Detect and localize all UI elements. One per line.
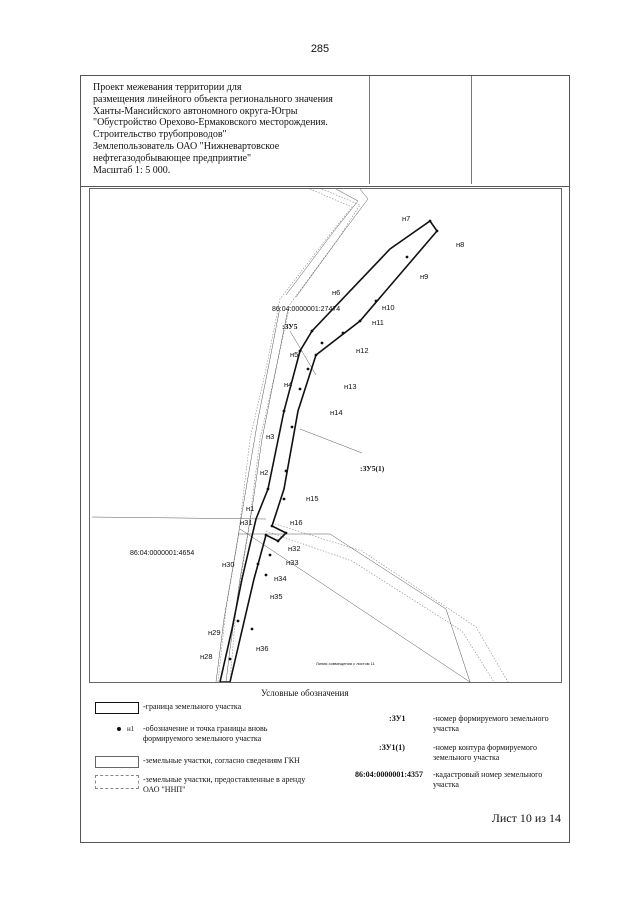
map-svg: н7 н8 н9 н6 н10 н11 н5 н12 н4 н13 н14 н3… (91, 189, 509, 682)
cadastral-label-left: 86:04:0000001:4654 (130, 550, 194, 557)
title-line: "Обустройство Орехово-Ермаковского место… (93, 117, 328, 129)
gkn-leader (299, 428, 363, 454)
title-divider (471, 76, 472, 184)
point-label-n16: н16 (290, 518, 302, 527)
point-label-n6: н6 (332, 288, 340, 297)
zu1-contour-symbol: :ЗУ1(1) (379, 743, 405, 752)
gkn-symbol (95, 756, 139, 768)
point-label-n29: н29 (208, 628, 220, 637)
zu5-1-label: :ЗУ5(1) (360, 464, 385, 473)
title-divider (369, 76, 370, 184)
point-label-n32: н32 (288, 544, 300, 553)
title-line: нефтегазодобывающее предприятие" (93, 152, 252, 164)
gkn-line (285, 189, 359, 296)
gkn-line (295, 189, 369, 298)
point-label-n36: н36 (256, 644, 268, 653)
title-line: Строительство трубопроводов" (93, 129, 227, 141)
point-symbol (117, 727, 121, 731)
lease-line-left (217, 189, 353, 682)
lease-symbol (95, 775, 139, 789)
boundary-symbol (95, 702, 139, 714)
cadastral-label-top: 86:04:0000001:27474 (272, 306, 340, 313)
point-label-n12: н12 (356, 346, 368, 355)
legend-gkn: -земельные участки, согласно сведениям Г… (143, 756, 300, 765)
point-label-n10: н10 (382, 303, 394, 312)
title-line: Проект межевания территории для (93, 82, 242, 93)
point-label-n14: н14 (330, 408, 342, 417)
title-line: Ханты-Мансийского автономного округа-Югр… (93, 105, 298, 117)
tiny-note: Линия совмещения с листом 11 (316, 661, 376, 666)
point-label-n31: н31 (240, 518, 252, 527)
legend: Условные обозначения -граница земельного… (81, 686, 569, 811)
point-label-n34: н34 (274, 574, 286, 583)
drawing-frame: Проект межевания территории для размещен… (80, 75, 570, 843)
point-label-n13: н13 (344, 382, 356, 391)
lease-line-left2 (229, 189, 361, 682)
boundary-points (228, 219, 439, 661)
point-label-n11: н11 (372, 318, 384, 327)
legend-point-label: н1 (127, 725, 135, 733)
title-line: Землепользователь ОАО "Нижневартовское (93, 140, 280, 152)
point-label-n15: н15 (306, 494, 318, 503)
gkn-line (238, 533, 471, 682)
title-block: Проект межевания территории для размещен… (81, 76, 569, 187)
point-label-n3: н3 (266, 432, 274, 441)
gkn-line (215, 306, 281, 682)
formed-parcel-boundary (219, 219, 439, 682)
title-line: размещения линейного объекта регионально… (93, 93, 333, 105)
cadastral-symbol: 86:04:0000001:4357 (355, 770, 423, 779)
point-label-n8: н8 (456, 240, 464, 249)
zu1-symbol: :ЗУ1 (389, 714, 406, 723)
gkn-line (91, 516, 267, 520)
point-label-n35: н35 (270, 592, 282, 601)
point-label-n33: н33 (286, 558, 298, 567)
page-number: 285 (310, 43, 330, 55)
legend-boundary: -граница земельного участка (143, 702, 242, 711)
sheet-label: Лист 10 из 14 (491, 811, 561, 825)
point-label-n30: н30 (222, 560, 234, 569)
gkn-line (225, 308, 289, 682)
legend-point: -обозначение и точка границы вновь форми… (143, 724, 268, 743)
point-label-n28: н28 (200, 652, 212, 661)
title-line: Масштаб 1: 5 000. (93, 164, 171, 176)
point-label-n7: н7 (402, 214, 410, 223)
legend-zu1: -номер формируемого земельного участка (433, 714, 549, 733)
zu5-label: :ЗУ5 (282, 322, 298, 331)
legend-cadastral: -кадастровый номер земельного участка (433, 770, 543, 789)
map-area: н7 н8 н9 н6 н10 н11 н5 н12 н4 н13 н14 н3… (89, 188, 562, 683)
point-label-n4: н4 (284, 380, 292, 389)
lease-line-right (265, 530, 495, 682)
gkn-line (239, 528, 471, 682)
title-text: Проект межевания территории для размещен… (93, 82, 383, 176)
point-label-n1: н1 (246, 504, 254, 513)
lease-line-right2 (271, 522, 509, 682)
point-label-n5: н5 (290, 350, 298, 359)
point-label-n2: н2 (260, 468, 268, 477)
legend-title: Условные обозначения (261, 688, 349, 698)
legend-zu1-contour: -номер контура формируемого земельного у… (433, 743, 537, 762)
lease-lines (217, 189, 509, 682)
gkn-lines (91, 189, 471, 682)
point-label-n9: н9 (420, 272, 428, 281)
legend-lease: -земельные участки, предоставленные в ар… (143, 775, 306, 794)
